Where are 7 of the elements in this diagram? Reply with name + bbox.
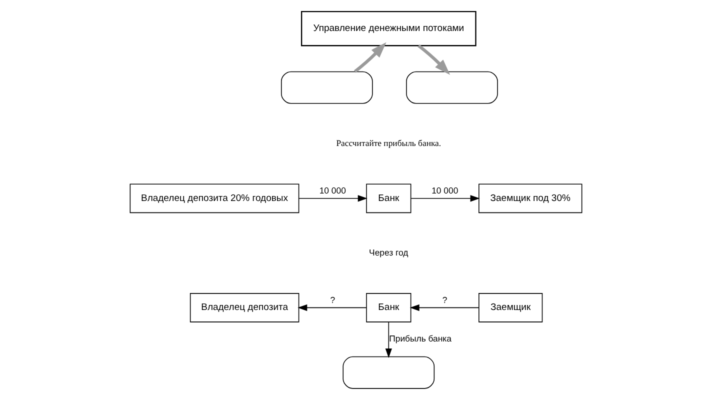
edge-label: ? [330,294,335,305]
label: Через год [368,247,408,258]
edge-label: 10 000 [431,186,458,196]
edge-label: ? [442,294,447,305]
edge-label: Прибыль банка [388,334,452,344]
edge-label: 10 000 [318,186,346,196]
label: Рассчитайте прибыль банка. [336,138,441,148]
